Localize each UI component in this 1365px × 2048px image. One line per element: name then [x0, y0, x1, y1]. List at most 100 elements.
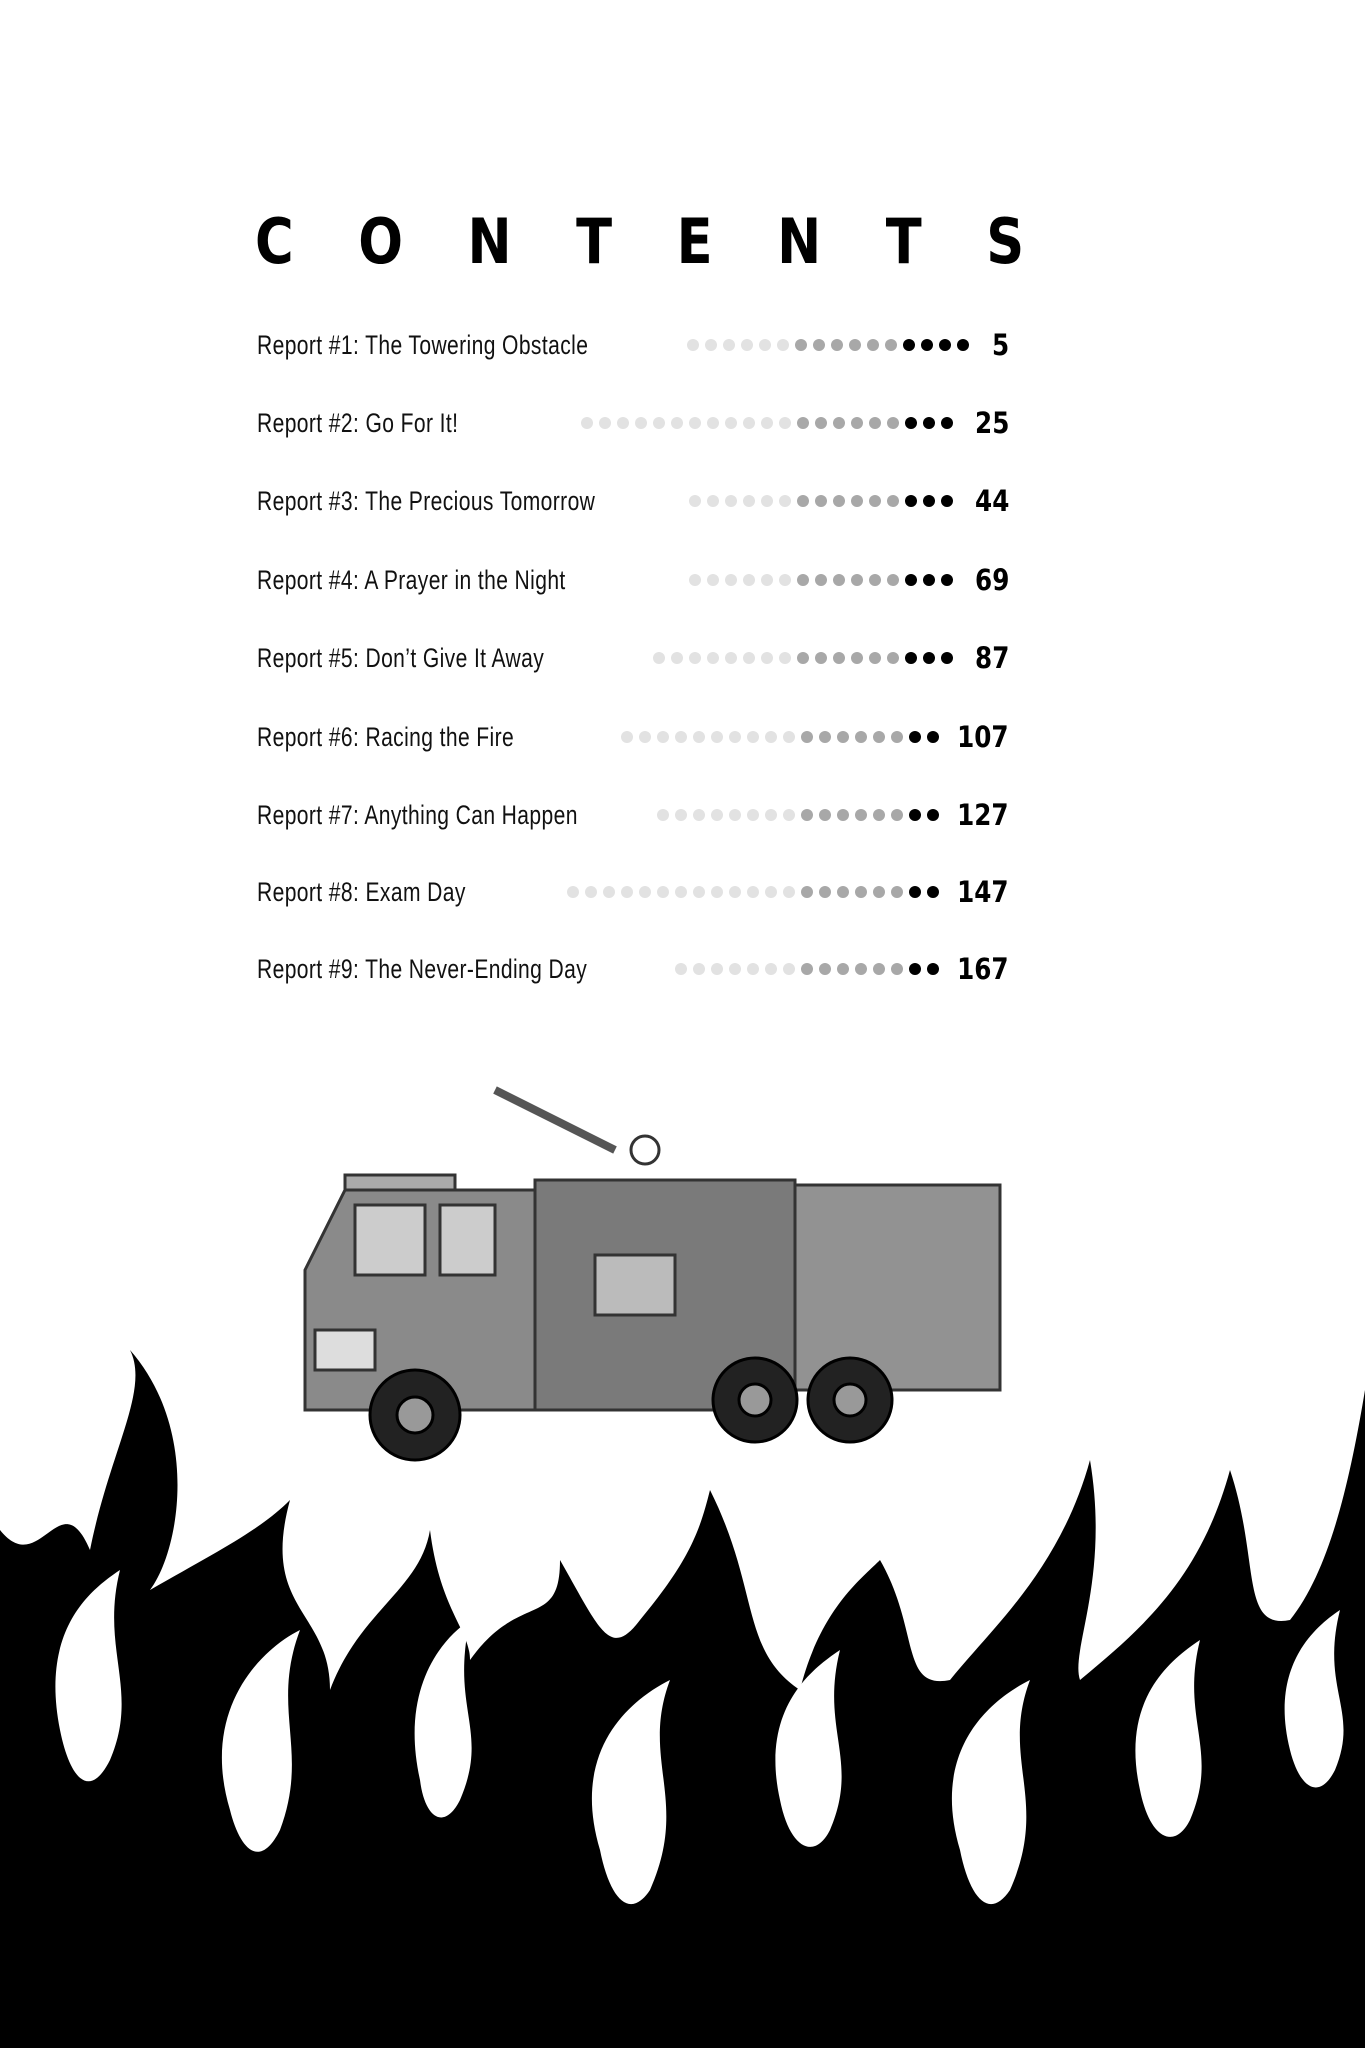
- leader-dot: [599, 417, 611, 429]
- leader-dot: [743, 417, 755, 429]
- leader-dot: [747, 963, 759, 975]
- toc-entry[interactable]: Report #1: The Towering Obstacle 5: [257, 325, 1009, 365]
- leader-dot: [813, 339, 825, 351]
- entry-title: Report #4: A Prayer in the Night: [257, 564, 566, 595]
- leader-dot: [743, 652, 755, 664]
- entry-title: Report #2: Go For It!: [257, 407, 459, 438]
- leader-dot: [891, 809, 903, 821]
- leader-dot: [621, 886, 633, 898]
- leader-dot: [711, 886, 723, 898]
- leader-dot: [815, 574, 827, 586]
- leader-dot: [783, 963, 795, 975]
- leader-dot: [747, 886, 759, 898]
- leader-dot: [801, 809, 813, 821]
- leader-dot: [639, 886, 651, 898]
- leader-dot: [869, 495, 881, 507]
- leader-dot: [849, 339, 861, 351]
- title-letter: T: [885, 205, 922, 278]
- leader-dot: [867, 339, 879, 351]
- leader-dot: [675, 809, 687, 821]
- leader-dot: [797, 574, 809, 586]
- leader-dot: [909, 809, 921, 821]
- leader-dot: [851, 652, 863, 664]
- leader-dot: [777, 339, 789, 351]
- leader-dot: [905, 417, 917, 429]
- toc-entry[interactable]: Report #2: Go For It!25: [257, 403, 1009, 443]
- leader-dot: [801, 731, 813, 743]
- leader-dot: [819, 963, 831, 975]
- entry-title: Report #7: Anything Can Happen: [257, 799, 578, 830]
- leader-dot: [837, 809, 849, 821]
- leader-dot: [909, 886, 921, 898]
- entry-title: Report #1: The Towering Obstacle: [257, 329, 589, 360]
- leader-dot: [725, 495, 737, 507]
- leader-dot: [819, 886, 831, 898]
- leader-dot: [689, 495, 701, 507]
- entry-title: Report #9: The Never-Ending Day: [257, 953, 588, 984]
- leader-dot: [941, 574, 953, 586]
- leader-dot: [815, 417, 827, 429]
- leader-dot: [909, 963, 921, 975]
- leader-dot: [747, 809, 759, 821]
- leader-dot: [923, 495, 935, 507]
- leader-dot: [941, 652, 953, 664]
- leader-dot: [707, 417, 719, 429]
- leader-dot: [725, 652, 737, 664]
- leader-dot: [927, 886, 939, 898]
- leader-dot: [653, 417, 665, 429]
- title-letter: E: [676, 205, 713, 278]
- title-letter: C: [255, 205, 294, 278]
- leader-dot: [639, 731, 651, 743]
- leader-dot: [927, 731, 939, 743]
- leader-dot: [833, 417, 845, 429]
- leader-dot: [585, 886, 597, 898]
- entry-title: Report #8: Exam Day: [257, 876, 466, 907]
- leader-dot: [765, 809, 777, 821]
- leader-dot: [689, 574, 701, 586]
- leader-dot: [759, 339, 771, 351]
- leader-dot: [725, 574, 737, 586]
- leader-dot: [957, 339, 969, 351]
- toc-entry[interactable]: Report #6: Racing the Fire 107: [257, 717, 1009, 757]
- page-number: 107: [957, 720, 1009, 754]
- title-letter: N: [777, 205, 822, 278]
- leader-dot: [887, 652, 899, 664]
- leader-dot: [923, 652, 935, 664]
- page-number: 44: [974, 484, 1009, 518]
- leader-dot: [657, 809, 669, 821]
- leader-dot: [729, 809, 741, 821]
- leader-dot: [851, 574, 863, 586]
- leader-dot: [687, 339, 699, 351]
- leader-dot: [621, 731, 633, 743]
- leader-dot: [801, 963, 813, 975]
- page-number: 127: [957, 798, 1009, 832]
- leader-dot: [923, 417, 935, 429]
- entry-title: Report #6: Racing the Fire: [257, 721, 515, 752]
- leader-dot: [819, 731, 831, 743]
- leader-dot: [761, 652, 773, 664]
- page-number: 5: [991, 328, 1009, 362]
- leader-dot: [761, 574, 773, 586]
- leader-dot: [693, 731, 705, 743]
- leader-dot: [725, 417, 737, 429]
- dot-leader: [653, 652, 953, 664]
- leader-dot: [705, 339, 717, 351]
- leader-dot: [921, 339, 933, 351]
- leader-dot: [855, 809, 867, 821]
- leader-dot: [671, 652, 683, 664]
- leader-dot: [941, 417, 953, 429]
- toc-entry[interactable]: Report #7: Anything Can Happen 127: [257, 795, 1009, 835]
- leader-dot: [873, 731, 885, 743]
- leader-dot: [815, 495, 827, 507]
- leader-dot: [783, 809, 795, 821]
- entry-title: Report #5: Don’t Give It Away: [257, 642, 545, 673]
- leader-dot: [729, 963, 741, 975]
- leader-dot: [873, 963, 885, 975]
- leader-dot: [711, 731, 723, 743]
